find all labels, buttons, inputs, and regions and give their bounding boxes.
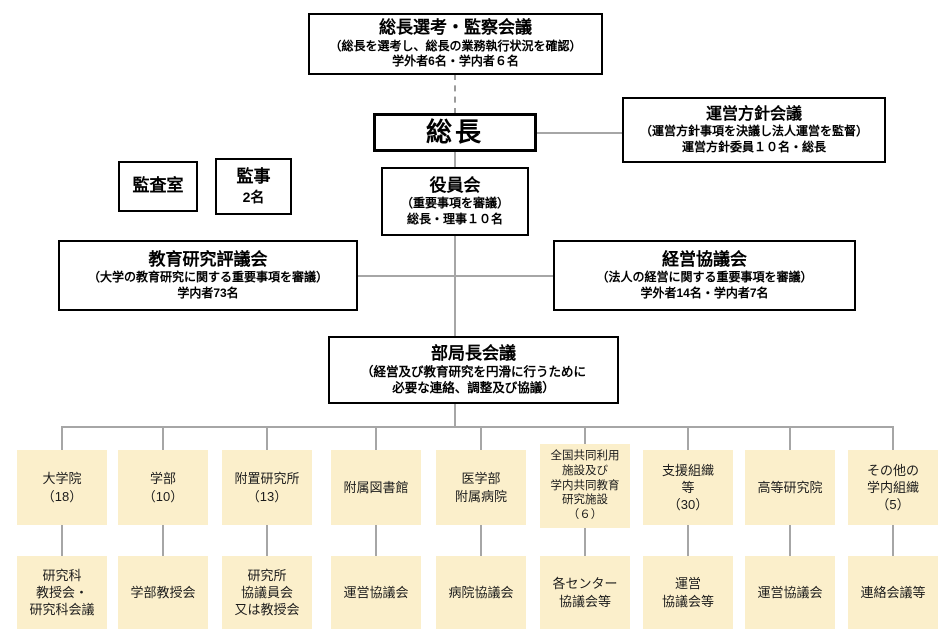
connector-selection-to-president	[454, 74, 456, 114]
connector-col5-mid	[480, 520, 482, 560]
connector-col4-top	[375, 426, 377, 452]
education-research-council-title: 教育研究評議会	[148, 249, 268, 269]
connector-col1-top	[61, 426, 63, 452]
org-box-faculties: 学部 （10）	[118, 450, 208, 525]
body-box-joint-facilities: 各センター 協議会等	[540, 556, 630, 629]
auditors-box: 監事 2名	[215, 158, 292, 215]
deans-council-title: 部局長会議	[431, 343, 516, 363]
auditors-title: 監事	[236, 167, 271, 187]
connector-col9-top	[892, 426, 894, 452]
org-box-advanced-research-institute: 高等研究院	[745, 450, 835, 525]
auditors-members: 2名	[242, 188, 265, 205]
connector-col7-top	[687, 426, 689, 452]
connector-col2-top	[162, 426, 164, 452]
connector-col8-mid	[789, 520, 791, 560]
connector-col3-mid	[266, 520, 268, 560]
connector-deans-to-bus	[454, 403, 456, 427]
connector-col7-mid	[687, 520, 689, 560]
org-box-graduate-schools: 大学院 （18）	[17, 450, 107, 525]
org-box-university-hospital: 医学部 附属病院	[436, 450, 526, 525]
connector-col8-top	[789, 426, 791, 452]
management-council-box: 経営協議会 （法人の経営に関する重要事項を審議） 学外者14名・学内者7名	[553, 240, 856, 311]
connector-col5-top	[480, 426, 482, 452]
connector-col2-mid	[162, 520, 164, 560]
connector-col3-top	[266, 426, 268, 452]
connector-bus	[62, 426, 894, 428]
connector-col4-mid	[375, 520, 377, 560]
selection-council-title: 総長選考・監察会議	[379, 18, 532, 38]
body-box-faculties: 学部教授会	[118, 556, 208, 629]
management-council-title: 経営協議会	[662, 249, 747, 269]
education-research-council-box: 教育研究評議会 （大学の教育研究に関する重要事項を審議） 学内者73名	[58, 240, 358, 311]
education-research-council-members: 学内者73名	[177, 285, 239, 300]
policy-council-title: 運営方針会議	[705, 105, 802, 123]
board-box: 役員会 （重要事項を審議） 総長・理事１０名	[381, 167, 529, 236]
org-box-other-organizations: その他の 学内組織 （5）	[848, 450, 938, 525]
policy-council-desc: （運営方針事項を決議し法人運営を監督）	[639, 124, 868, 138]
body-box-attached-institutes: 研究所 協議員会 又は教授会	[222, 556, 312, 629]
body-box-graduate-schools: 研究科 教授会・ 研究科会議	[17, 556, 107, 629]
selection-council-members: 学外者6名・学内者６名	[392, 54, 519, 69]
president-title: 総長	[425, 116, 484, 147]
policy-council-members: 運営方針委員１０名・総長	[681, 139, 826, 154]
connector-edu-to-mgmt	[357, 275, 554, 277]
audit-office-title: 監査室	[132, 176, 184, 196]
org-box-library: 附属図書館	[331, 450, 421, 525]
deans-council-desc: （経営及び教育研究を円滑に行うために 必要な連絡、調整及び協議）	[360, 364, 586, 396]
body-box-library: 運営協議会	[331, 556, 421, 629]
body-box-support-organizations: 運営 協議会等	[643, 556, 733, 629]
connector-president-to-policy	[537, 132, 623, 134]
connector-col9-mid	[892, 520, 894, 560]
body-box-advanced-research-institute: 運営協議会	[745, 556, 835, 629]
connector-president-to-board	[454, 151, 456, 168]
president-box: 総長	[373, 113, 537, 152]
selection-council-desc: （総長を選考し、総長の業務執行状況を確認）	[329, 38, 582, 53]
body-box-other-organizations: 連絡会議等	[848, 556, 938, 629]
audit-office-box: 監査室	[118, 161, 198, 212]
board-members: 総長・理事１０名	[406, 211, 503, 226]
connector-col6-mid	[584, 520, 586, 560]
policy-council-box: 運営方針会議 （運営方針事項を決議し法人運営を監督） 運営方針委員１０名・総長	[622, 97, 886, 163]
selection-council-box: 総長選考・監察会議 （総長を選考し、総長の業務執行状況を確認） 学外者6名・学内…	[308, 13, 603, 75]
education-research-council-desc: （大学の教育研究に関する重要事項を審議）	[87, 270, 328, 285]
connector-col6-top	[584, 426, 586, 452]
connector-board-to-deans	[454, 234, 456, 337]
org-box-attached-institutes: 附置研究所 （13）	[222, 450, 312, 525]
body-box-university-hospital: 病院協議会	[436, 556, 526, 629]
connector-col1-mid	[61, 520, 63, 560]
org-box-support-organizations: 支援組織 等 （30）	[643, 450, 733, 525]
board-desc: （重要事項を審議）	[400, 196, 509, 211]
deans-council-box: 部局長会議 （経営及び教育研究を円滑に行うために 必要な連絡、調整及び協議）	[328, 336, 619, 404]
management-council-desc: （法人の経営に関する重要事項を審議）	[596, 270, 813, 285]
org-box-joint-facilities: 全国共同利用 施設及び 学内共同教育 研究施設 （６）	[540, 444, 630, 528]
management-council-members: 学外者14名・学内者7名	[640, 285, 769, 300]
board-title: 役員会	[429, 175, 481, 195]
